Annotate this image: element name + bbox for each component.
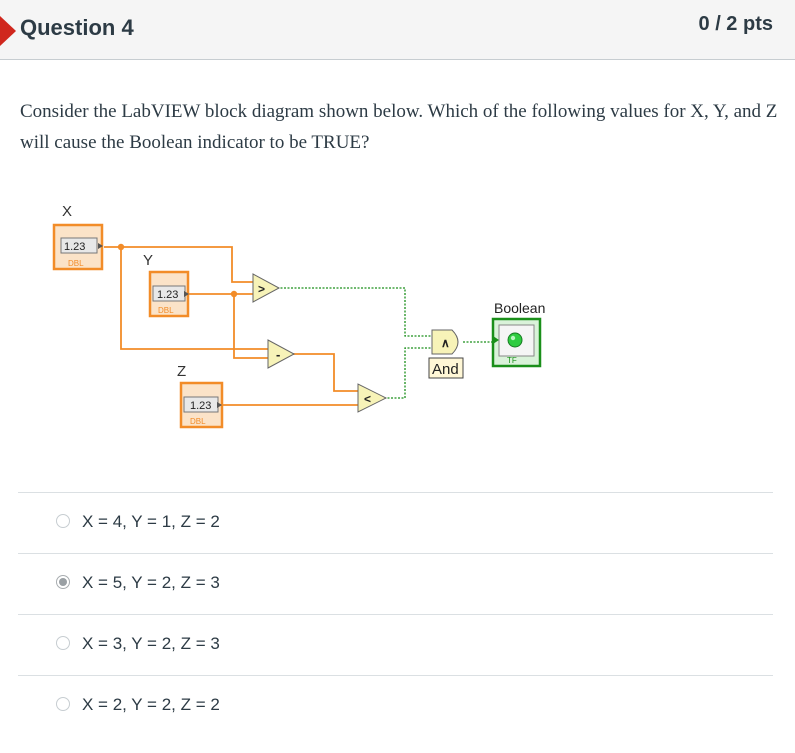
wire-junction bbox=[230, 290, 238, 298]
question-points: 0 / 2 pts bbox=[698, 13, 773, 35]
less-than-node[interactable]: < bbox=[357, 383, 388, 413]
led-icon bbox=[507, 332, 523, 348]
wire-minus-to-less bbox=[290, 353, 360, 392]
answer-option[interactable]: X = 3, Y = 2, Z = 3 bbox=[18, 614, 773, 675]
radio-button-selected[interactable] bbox=[56, 575, 70, 589]
control-x-value: 1.23 bbox=[64, 241, 85, 253]
and-label: And bbox=[432, 361, 459, 378]
wire-x-to-greater bbox=[104, 246, 255, 283]
question-title: Question 4 bbox=[20, 15, 134, 40]
answer-option[interactable]: X = 5, Y = 2, Z = 3 bbox=[18, 553, 773, 614]
label-boolean: Boolean bbox=[494, 300, 545, 316]
control-y-value: 1.23 bbox=[157, 289, 178, 301]
greater-than-node[interactable]: > bbox=[252, 273, 281, 303]
greater-glyph: > bbox=[258, 282, 265, 296]
radio-button[interactable] bbox=[56, 636, 70, 650]
boolean-indicator[interactable]: TF bbox=[491, 317, 542, 368]
answer-option[interactable]: X = 2, Y = 2, Z = 2 bbox=[18, 675, 773, 736]
control-y[interactable]: 1.23 DBL bbox=[148, 270, 190, 318]
control-x-type: DBL bbox=[68, 259, 84, 268]
control-arrow-icon bbox=[98, 243, 103, 249]
labview-block-diagram: X 1.23 DBL Y 1.23 DBL Z 1.23 DBL > - < bbox=[52, 203, 545, 429]
radio-button[interactable] bbox=[56, 514, 70, 528]
indicator-type: TF bbox=[507, 356, 517, 365]
answer-label: X = 3, Y = 2, Z = 3 bbox=[82, 634, 220, 653]
radio-button[interactable] bbox=[56, 697, 70, 711]
control-x[interactable]: 1.23 DBL bbox=[52, 223, 104, 271]
wire-junction bbox=[117, 243, 125, 251]
answer-label: X = 2, Y = 2, Z = 2 bbox=[82, 695, 220, 714]
question-text: Consider the LabVIEW block diagram shown… bbox=[20, 101, 778, 153]
answer-label: X = 5, Y = 2, Z = 3 bbox=[82, 573, 220, 592]
and-label-box bbox=[428, 357, 464, 379]
answer-label: X = 4, Y = 1, Z = 2 bbox=[82, 512, 220, 531]
numeric-wires bbox=[104, 246, 360, 406]
wire-greater-to-and bbox=[277, 287, 433, 337]
answer-option[interactable]: X = 4, Y = 1, Z = 2 bbox=[18, 492, 773, 553]
control-arrow-icon bbox=[217, 402, 222, 408]
label-y: Y bbox=[143, 252, 153, 269]
less-glyph: < bbox=[364, 392, 371, 406]
subtract-node[interactable]: - bbox=[267, 339, 296, 369]
label-x: X bbox=[62, 203, 72, 220]
label-z: Z bbox=[177, 363, 186, 380]
indicator-arrow-icon bbox=[493, 336, 499, 344]
control-z-value: 1.23 bbox=[190, 400, 211, 412]
minus-glyph: - bbox=[276, 347, 280, 362]
wire-y-to-minus bbox=[233, 294, 270, 359]
wire-x-to-minus bbox=[120, 247, 270, 350]
boolean-wires bbox=[277, 287, 492, 399]
control-arrow-icon bbox=[184, 291, 189, 297]
answer-list: X = 4, Y = 1, Z = 2 X = 5, Y = 2, Z = 3 … bbox=[18, 492, 773, 736]
question-header: Question 4 0 / 2 pts bbox=[0, 0, 795, 60]
control-z-type: DBL bbox=[190, 417, 206, 426]
flag-icon bbox=[0, 16, 16, 46]
control-z[interactable]: 1.23 DBL bbox=[179, 381, 224, 429]
control-y-type: DBL bbox=[158, 306, 174, 315]
and-gate[interactable]: ∧ bbox=[431, 329, 459, 355]
wire-less-to-and bbox=[384, 347, 433, 399]
and-glyph: ∧ bbox=[441, 336, 450, 350]
